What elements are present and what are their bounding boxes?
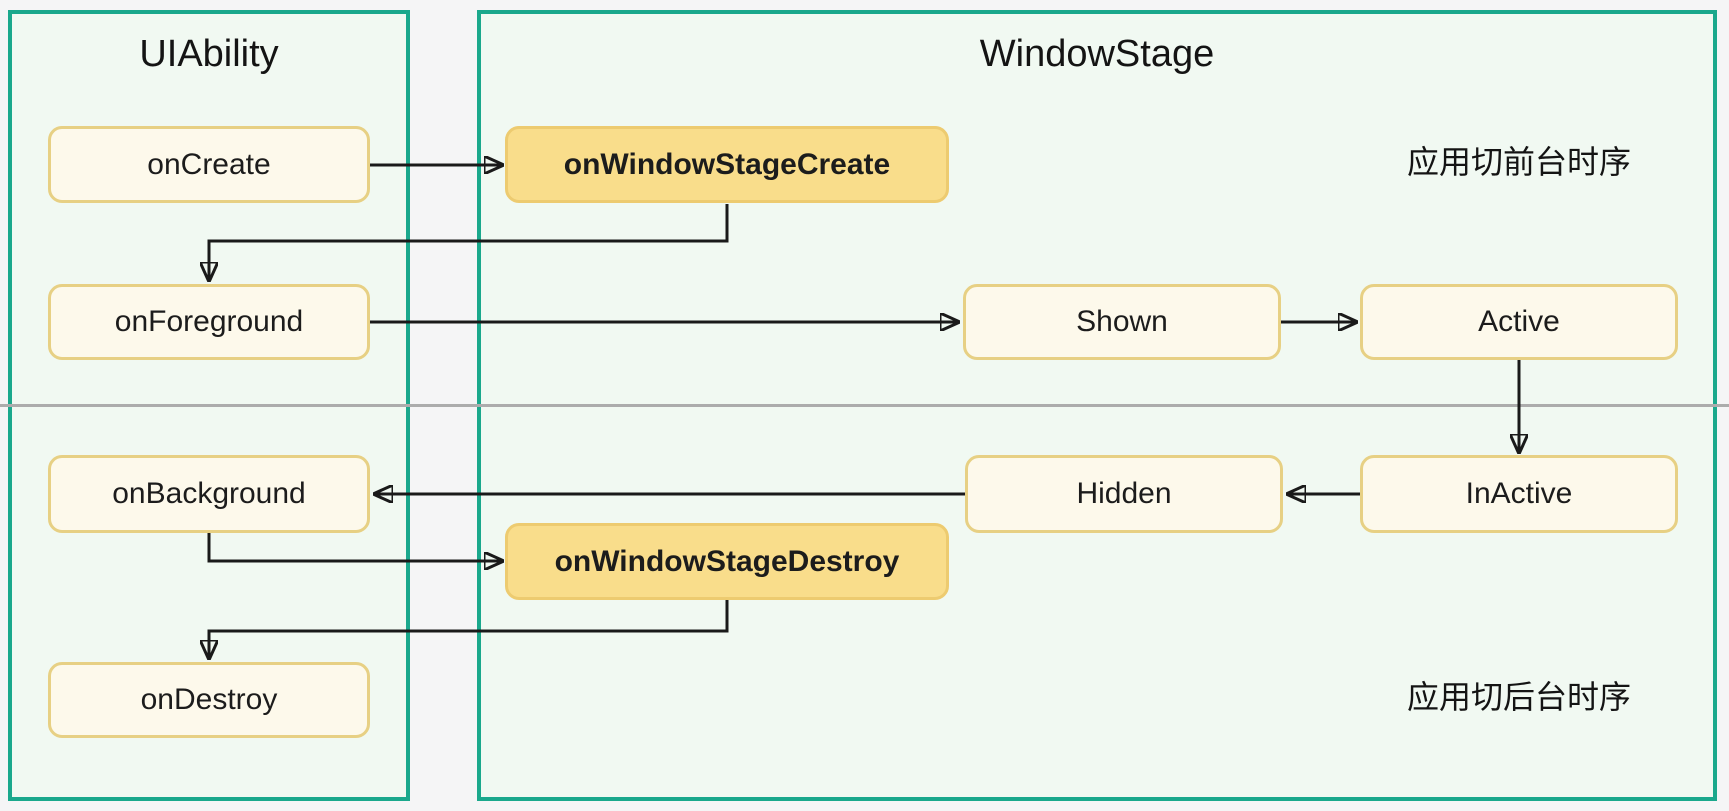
node-hidden: Hidden bbox=[965, 455, 1283, 533]
node-inactive: InActive bbox=[1360, 455, 1678, 533]
node-shown: Shown bbox=[963, 284, 1281, 360]
node-oncreate: onCreate bbox=[48, 126, 370, 203]
node-onwindowstagedestroy: onWindowStageDestroy bbox=[505, 523, 949, 600]
node-onforeground: onForeground bbox=[48, 284, 370, 360]
node-onwindowstagecreate: onWindowStageCreate bbox=[505, 126, 949, 203]
panel-uiability-title: UIAbility bbox=[139, 33, 279, 75]
section-divider bbox=[0, 404, 1729, 407]
annotation-background-sequence: 应用切后台时序 bbox=[1406, 679, 1631, 715]
node-ondestroy: onDestroy bbox=[48, 662, 370, 738]
node-active: Active bbox=[1360, 284, 1678, 360]
node-onbackground: onBackground bbox=[48, 455, 370, 533]
annotation-foreground-sequence: 应用切前台时序 bbox=[1406, 144, 1631, 180]
panel-windowstage-title: WindowStage bbox=[979, 33, 1215, 75]
